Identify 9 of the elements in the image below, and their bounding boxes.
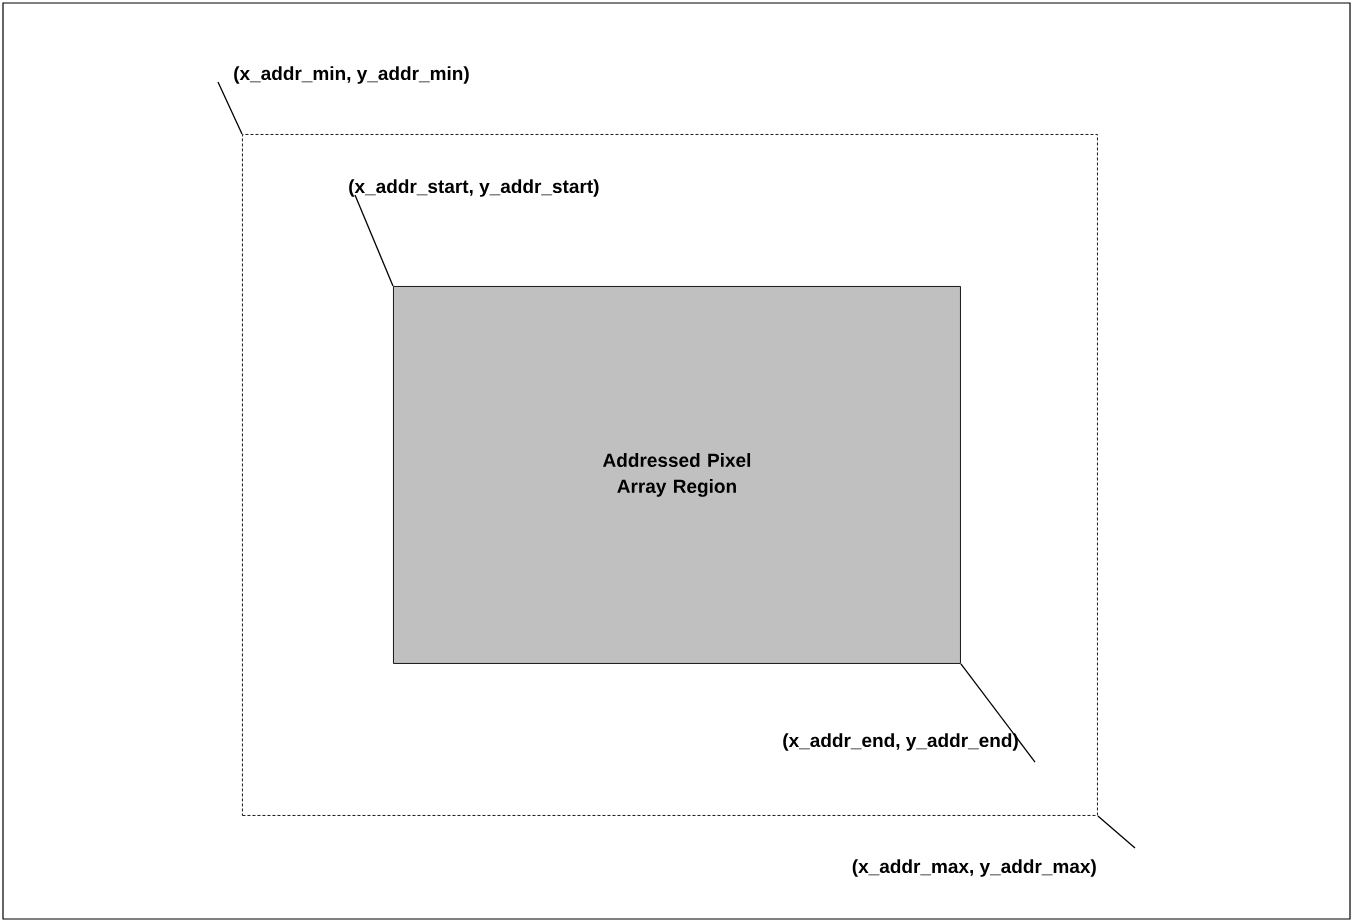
coordinate-label: (x_addr_end, y_addr_end): [783, 733, 1018, 751]
coordinate-label: (x_addr_start, y_addr_start): [349, 179, 599, 197]
coordinate-label: (x_addr_max, y_addr_max): [852, 859, 1096, 877]
leader-line: [960, 663, 1036, 763]
pixel-array-region: Addressed Pixel Array Region: [393, 286, 961, 664]
leader-line: [354, 194, 394, 287]
coordinate-label: (x_addr_min, y_addr_min): [234, 66, 469, 84]
leader-line: [1097, 815, 1136, 849]
leader-line: [217, 81, 243, 135]
